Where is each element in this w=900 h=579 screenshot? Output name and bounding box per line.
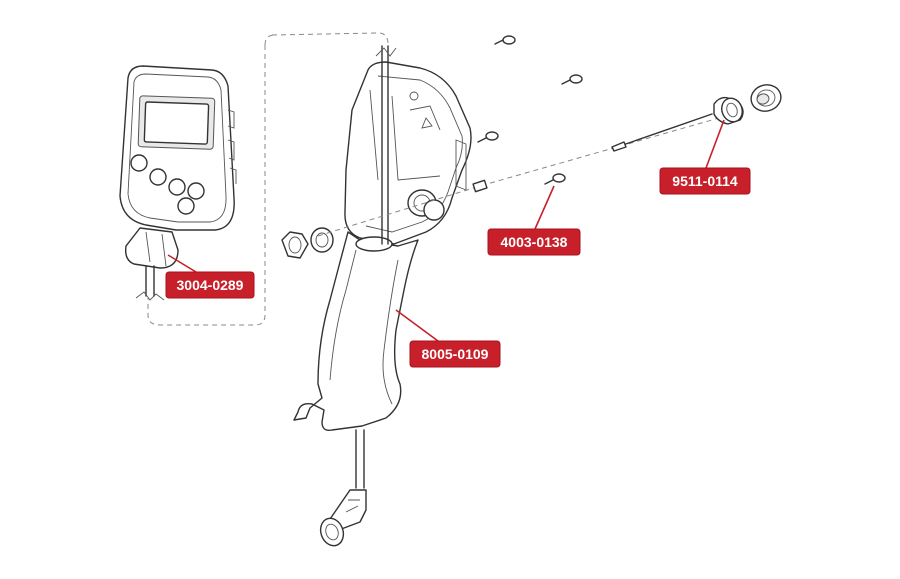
o-ring <box>310 227 334 253</box>
callout-4003-0138: 4003-0138 <box>487 228 581 256</box>
button-1 <box>130 154 148 172</box>
callout-9511-0114: 9511-0114 <box>659 167 751 195</box>
nut <box>281 231 309 259</box>
display-unit <box>119 65 237 301</box>
svg-text:4003-0138: 4003-0138 <box>501 234 568 250</box>
button-4 <box>187 182 205 200</box>
svg-text:9511-0114: 9511-0114 <box>672 173 738 189</box>
handle-housing <box>293 45 472 547</box>
button-5 <box>177 197 195 215</box>
svg-text:3004-0289: 3004-0289 <box>177 277 244 293</box>
cap <box>750 84 782 112</box>
leader-4003-0138 <box>534 185 555 230</box>
button-2 <box>149 168 167 186</box>
display-detail-enclosure <box>147 32 389 326</box>
screw-4003-0138 <box>544 173 566 185</box>
leader-9511-0114 <box>705 119 725 169</box>
screw-2 <box>561 74 583 85</box>
screw-3 <box>477 131 499 143</box>
leader-3004-0289 <box>167 254 197 273</box>
svg-text:8005-0109: 8005-0109 <box>422 346 489 362</box>
screw-1 <box>494 35 516 45</box>
antenna-gland-assembly <box>611 96 744 152</box>
callout-8005-0109: 8005-0109 <box>409 340 501 368</box>
small-fitting <box>472 179 488 193</box>
button-3 <box>168 178 186 196</box>
callout-3004-0289: 3004-0289 <box>165 271 255 299</box>
leader-8005-0109 <box>395 309 439 342</box>
